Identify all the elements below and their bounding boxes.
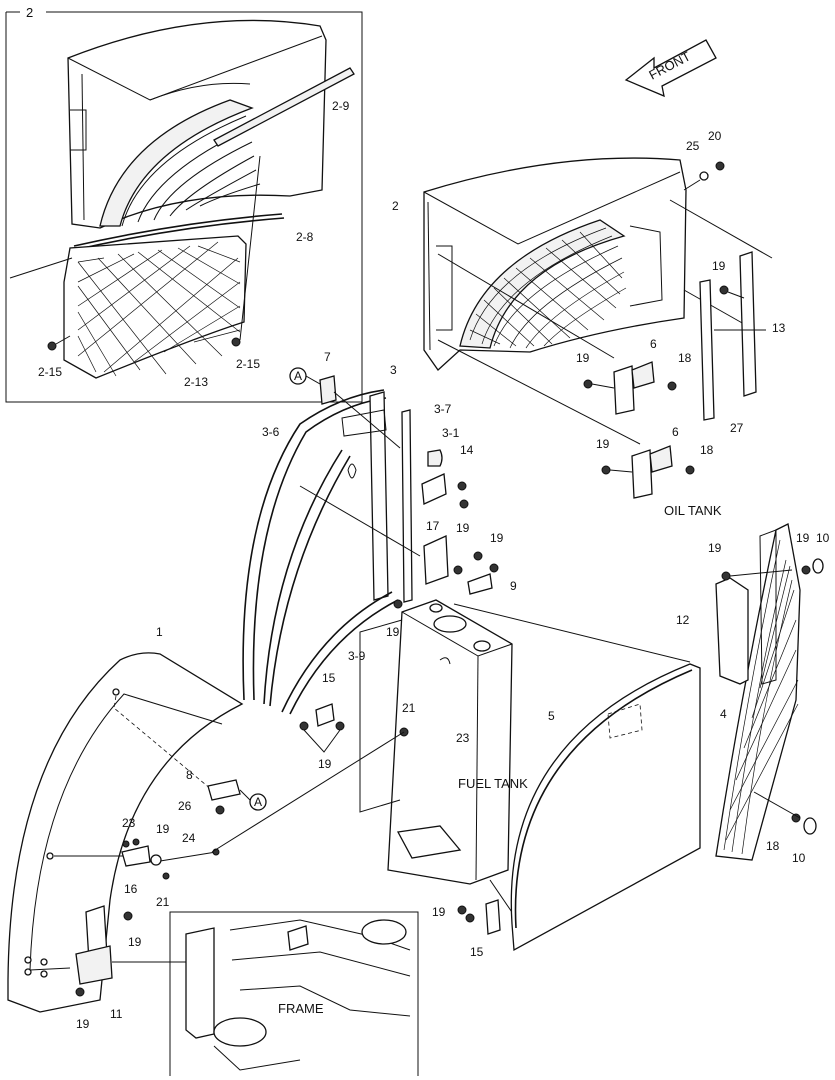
label-25: 25 — [686, 139, 700, 153]
label-8: 8 — [186, 768, 193, 782]
label-20: 20 — [708, 129, 722, 143]
fuel-tank: FUEL TANK 21 23 — [359, 599, 691, 925]
hinge-upper-6: 19 6 18 — [576, 337, 692, 415]
label-19-strip: 19 — [712, 259, 726, 273]
label-3: 3 — [390, 363, 397, 377]
label-14: 14 — [460, 443, 474, 457]
inset-detail-2: 2 2-9 2-8 2-15 2-1 — [5, 5, 363, 403]
label-18-upper: 18 — [678, 351, 692, 365]
label-19-panel-4: 19 — [796, 531, 810, 545]
rod-24-bracket-16: 23 19 24 16 21 — [121, 731, 405, 909]
label-12: 12 — [676, 613, 690, 627]
label-6-lower: 6 — [672, 425, 679, 439]
label-2-13: 2-13 — [184, 375, 208, 389]
label-11: 11 — [110, 1007, 123, 1021]
label-19-bracket-15: 19 — [432, 905, 446, 919]
label-19-bracket-17: 19 — [456, 521, 470, 535]
label-3-9: 3-9 — [348, 649, 366, 663]
bracket-11: 19 11 19 — [75, 905, 200, 1031]
label-16: 16 — [124, 882, 138, 896]
label-21-rod: 21 — [156, 895, 170, 909]
label-10-lower: 10 — [792, 851, 806, 865]
label-19-hinge-upper: 19 — [576, 351, 590, 365]
frame-inset: FRAME — [169, 911, 419, 1076]
label-7: 7 — [324, 350, 331, 364]
label-3-1: 3-1 — [442, 426, 460, 440]
oil-tank-label: OIL TANK — [664, 503, 722, 518]
side-panel-5: 5 — [510, 663, 701, 952]
hinge-8: A 8 26 — [178, 768, 267, 815]
label-2-15-left: 2-15 — [38, 365, 62, 379]
label-19-bracket-12: 19 — [708, 541, 722, 555]
hinge-lower-6: 19 6 18 OIL TANK — [596, 425, 722, 518]
label-17: 17 — [426, 519, 440, 533]
label-23-tank: 23 — [456, 731, 470, 745]
label-19-frame: 19 — [386, 625, 400, 639]
frame-label: FRAME — [278, 1001, 324, 1016]
label-6-upper: 6 — [650, 337, 657, 351]
side-panel-4: 19 10 4 18 10 — [715, 523, 830, 865]
label-27: 27 — [730, 421, 744, 435]
bracket-15-upper: 15 19 — [299, 671, 345, 771]
frame-assembly-3: A 7 3 3-7 3-6 3-1 14 3-9 — [242, 350, 474, 715]
label-19-bracket-15-upper: 19 — [318, 757, 332, 771]
brackets-17-9: 17 19 19 9 19 — [386, 519, 517, 639]
inset-group-label: 2 — [26, 5, 33, 20]
label-18-lower: 18 — [700, 443, 714, 457]
label-5: 5 — [548, 709, 555, 723]
inset-screen-mesh — [77, 241, 241, 377]
label-9: 9 — [510, 579, 517, 593]
label-19-rod: 19 — [156, 822, 170, 836]
label-21-tank: 21 — [402, 701, 416, 715]
label-13: 13 — [772, 321, 786, 335]
front-arrow: FRONT — [624, 39, 717, 98]
label-23-rod: 23 — [122, 816, 136, 830]
label-2-9: 2-9 — [332, 99, 350, 113]
label-19-hinge-lower: 19 — [596, 437, 610, 451]
label-10-upper: 10 — [816, 531, 830, 545]
fender-1: 1 — [7, 625, 244, 1013]
label-2-8: 2-8 — [296, 230, 314, 244]
label-19-bracket-11-upper: 19 — [128, 935, 142, 949]
label-18-panel-4: 18 — [766, 839, 780, 853]
label-2: 2 — [392, 199, 399, 213]
label-3-7: 3-7 — [434, 402, 452, 416]
label-15-upper: 15 — [322, 671, 336, 685]
label-24: 24 — [182, 831, 196, 845]
label-2-15-right: 2-15 — [236, 357, 260, 371]
label-26: 26 — [178, 799, 192, 813]
cover-assembly-2: 2 25 20 — [392, 129, 773, 445]
label-19-bracket-11-lower: 19 — [76, 1017, 90, 1031]
label-19-bracket-9: 19 — [490, 531, 504, 545]
fuel-tank-label: FUEL TANK — [458, 776, 528, 791]
callout-a-upper: A — [294, 369, 302, 383]
label-15-lower: 15 — [470, 945, 484, 959]
label-4: 4 — [720, 707, 727, 721]
label-3-6: 3-6 — [262, 425, 280, 439]
bracket-15-lower: 19 15 — [432, 899, 501, 959]
bracket-12: 19 12 — [676, 541, 793, 685]
label-1: 1 — [156, 625, 163, 639]
strips-13-27: 19 13 27 — [699, 251, 786, 435]
callout-a-lower: A — [254, 795, 262, 809]
